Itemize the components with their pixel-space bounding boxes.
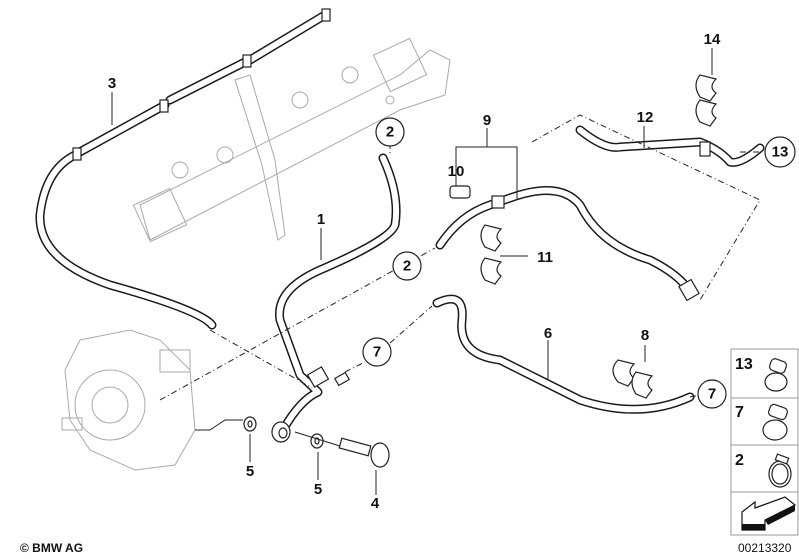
svg-text:2: 2	[386, 124, 394, 141]
hose-clamp-screw-icon	[762, 403, 788, 441]
svg-text:5: 5	[246, 463, 254, 480]
svg-text:1: 1	[317, 211, 325, 228]
svg-text:7: 7	[708, 386, 716, 403]
callout-13: 13	[764, 136, 796, 168]
legend-item-13: 13	[735, 356, 788, 392]
callout-1: 1	[317, 211, 325, 228]
callout-11: 11	[537, 249, 553, 266]
banjo-bolt-4	[338, 437, 390, 468]
diagram-number: 00213320	[738, 541, 792, 555]
callout-12: 12	[637, 109, 654, 126]
callout-7-left: 7	[362, 337, 392, 367]
fuel-line-9	[435, 185, 700, 302]
svg-text:6: 6	[544, 325, 552, 342]
legend-item-7: 7	[735, 403, 788, 441]
callout-5a: 5	[246, 463, 254, 480]
fuel-hose-6	[432, 294, 695, 414]
hose-clamp-band-icon	[768, 453, 792, 488]
callout-7-right: 7	[697, 379, 727, 409]
svg-text:7: 7	[735, 404, 744, 421]
clip-14	[695, 74, 718, 127]
leak-off-line-3	[35, 8, 331, 330]
leader-lines	[111, 48, 761, 495]
legend: 13 7 2	[730, 348, 799, 536]
fuel-line-12	[575, 125, 765, 167]
callout-9: 9	[483, 112, 491, 129]
copyright: © BMW AG	[20, 541, 83, 555]
callout-2-top: 2	[375, 117, 405, 147]
svg-text:4: 4	[371, 495, 380, 512]
washer-5b	[310, 433, 324, 449]
clip-8	[612, 359, 654, 399]
svg-text:7: 7	[373, 344, 381, 361]
svg-text:9: 9	[483, 112, 491, 129]
callout-10: 10	[448, 163, 465, 180]
legend-item-2: 2	[735, 452, 792, 488]
callout-2-mid: 2	[392, 251, 422, 281]
callout-5b: 5	[314, 481, 322, 498]
svg-text:14: 14	[704, 31, 721, 48]
hose-clamp-screw-icon	[764, 358, 788, 392]
svg-text:10: 10	[448, 163, 465, 180]
svg-text:2: 2	[735, 452, 744, 469]
callout-14: 14	[704, 31, 721, 48]
svg-text:3: 3	[108, 75, 116, 92]
svg-text:11: 11	[537, 249, 553, 266]
callout-6: 6	[544, 325, 552, 342]
callout-4: 4	[371, 495, 380, 512]
callout-8: 8	[641, 327, 649, 344]
svg-text:13: 13	[735, 356, 753, 373]
high-pressure-pump-ghost	[61, 329, 196, 471]
svg-text:12: 12	[637, 109, 654, 126]
sensor-10	[449, 185, 471, 199]
fuel-hose-1	[275, 153, 401, 435]
fuel-rail-ghost	[132, 37, 451, 243]
clip-11	[480, 224, 503, 285]
banjo-fitting	[271, 421, 291, 443]
svg-text:8: 8	[641, 327, 649, 344]
svg-text:5: 5	[314, 481, 322, 498]
svg-text:2: 2	[403, 258, 411, 275]
svg-text:13: 13	[772, 144, 789, 161]
washer-5a	[243, 416, 257, 432]
arrow-down-left-icon	[741, 496, 797, 531]
callout-3: 3	[108, 75, 116, 92]
